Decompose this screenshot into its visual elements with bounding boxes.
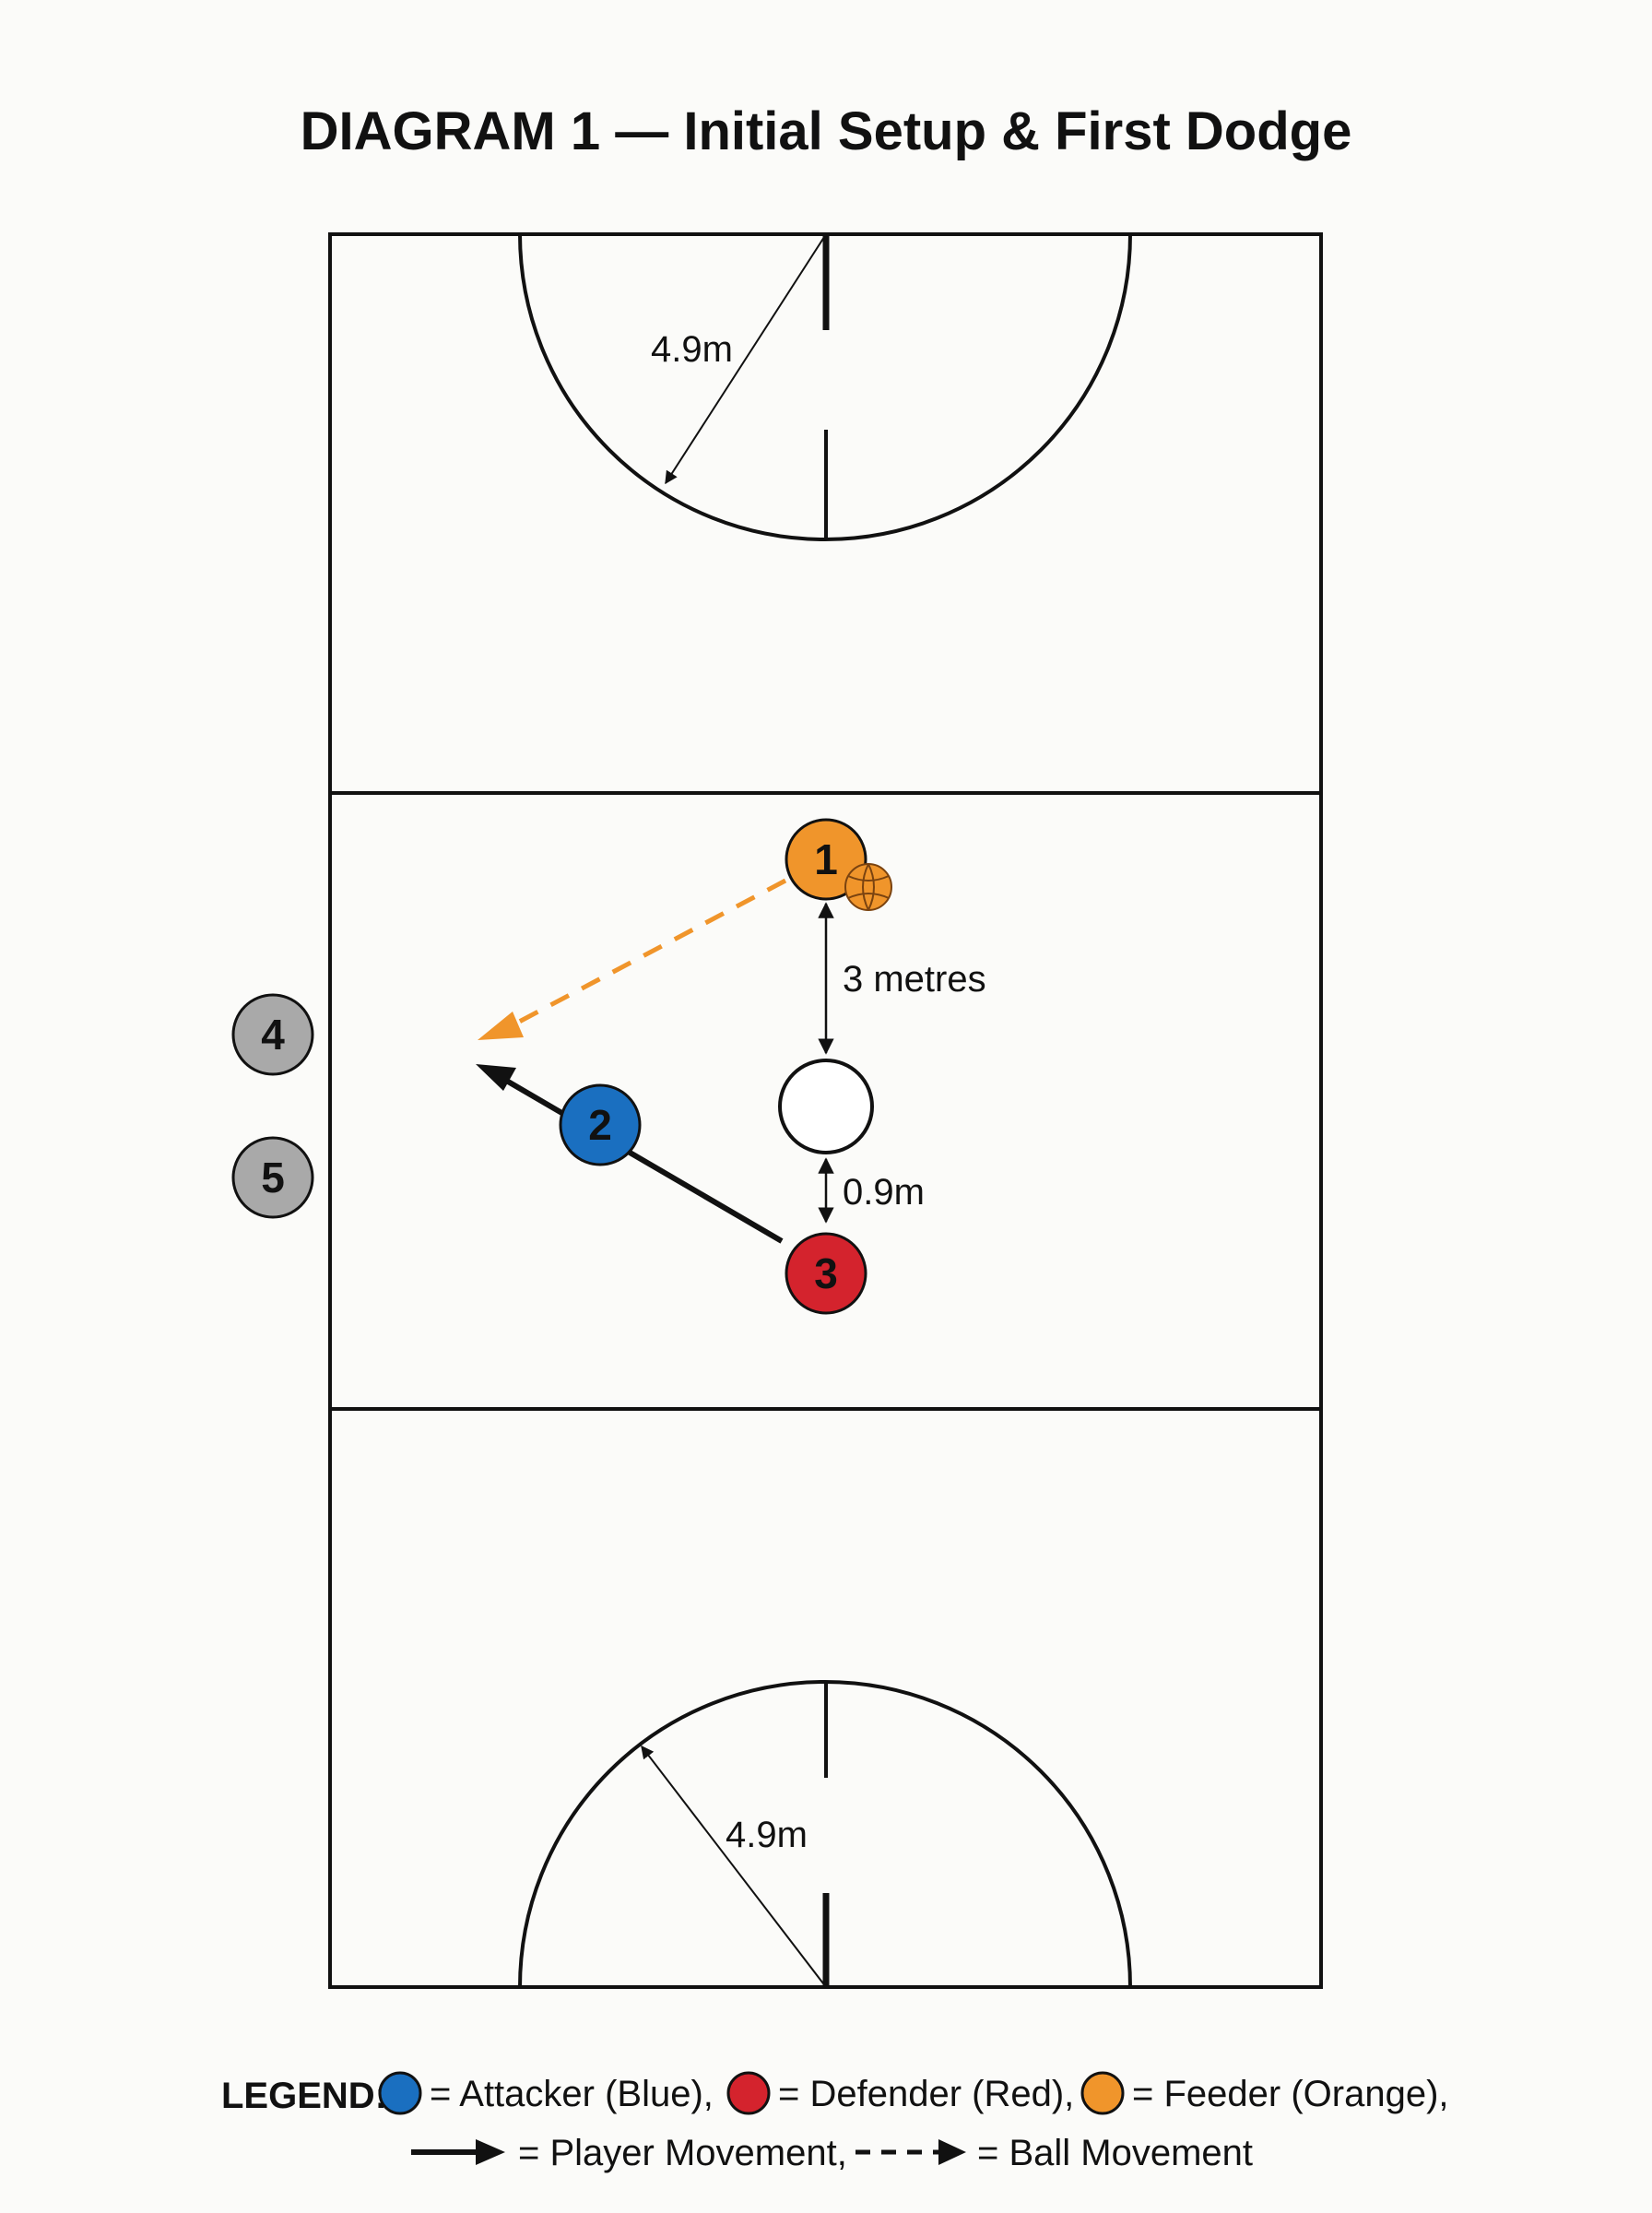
legend: LEGEND: = Attacker (Blue), = Defender (R… — [221, 2071, 1449, 2173]
player-waiting-4: 4 — [231, 993, 314, 1076]
legend-ball-movement-label: = Ball Movement — [977, 2133, 1253, 2173]
legend-attacker-swatch — [378, 2071, 422, 2115]
legend-defender-swatch — [726, 2071, 771, 2115]
feeder-number: 1 — [814, 835, 838, 883]
legend-feeder-swatch — [1080, 2071, 1125, 2115]
ball-pass-path — [505, 878, 787, 1031]
top-goal-circle — [518, 233, 1132, 541]
bottom-radius-label: 4.9m — [726, 1815, 808, 1855]
legend-player-movement-label: = Player Movement, — [518, 2133, 847, 2173]
defender-number: 3 — [814, 1249, 838, 1297]
cone-marker-icon — [778, 1059, 874, 1154]
point-nine-metre-label: 0.9m — [843, 1172, 925, 1213]
attacker-movement-path — [502, 1076, 784, 1244]
top-radius-arrow — [665, 233, 827, 485]
legend-player-movement-arrowhead — [476, 2139, 505, 2165]
netball-icon — [844, 863, 892, 911]
attacker-token — [559, 1083, 642, 1166]
player-defender: 3 — [785, 1232, 867, 1315]
legend-ball-movement-arrowhead — [938, 2139, 966, 2165]
waiting-4-token — [231, 993, 314, 1076]
legend-defender-label: = Defender (Red), — [778, 2074, 1074, 2114]
three-metre-label: 3 metres — [843, 959, 986, 1000]
bottom-radius-arrow — [641, 1745, 827, 1988]
waiting-4-number: 4 — [261, 1011, 285, 1059]
waiting-5-token — [231, 1136, 314, 1219]
attacker-movement-arrowhead — [476, 1064, 516, 1091]
ball-pass-arrowhead — [478, 1012, 524, 1040]
player-attacker: 2 — [559, 1083, 642, 1166]
waiting-5-number: 5 — [261, 1154, 285, 1201]
player-waiting-5: 5 — [231, 1136, 314, 1219]
diagram-title: DIAGRAM 1 — Initial Setup & First Dodge — [301, 101, 1352, 161]
legend-attacker-label: = Attacker (Blue), — [430, 2074, 714, 2114]
legend-feeder-label: = Feeder (Orange), — [1132, 2074, 1449, 2114]
bottom-goal-circle — [518, 1680, 1132, 1988]
attacker-number: 2 — [588, 1101, 612, 1149]
defender-token — [785, 1232, 867, 1315]
legend-heading: LEGEND: — [221, 2076, 387, 2116]
top-radius-label: 4.9m — [651, 329, 733, 370]
